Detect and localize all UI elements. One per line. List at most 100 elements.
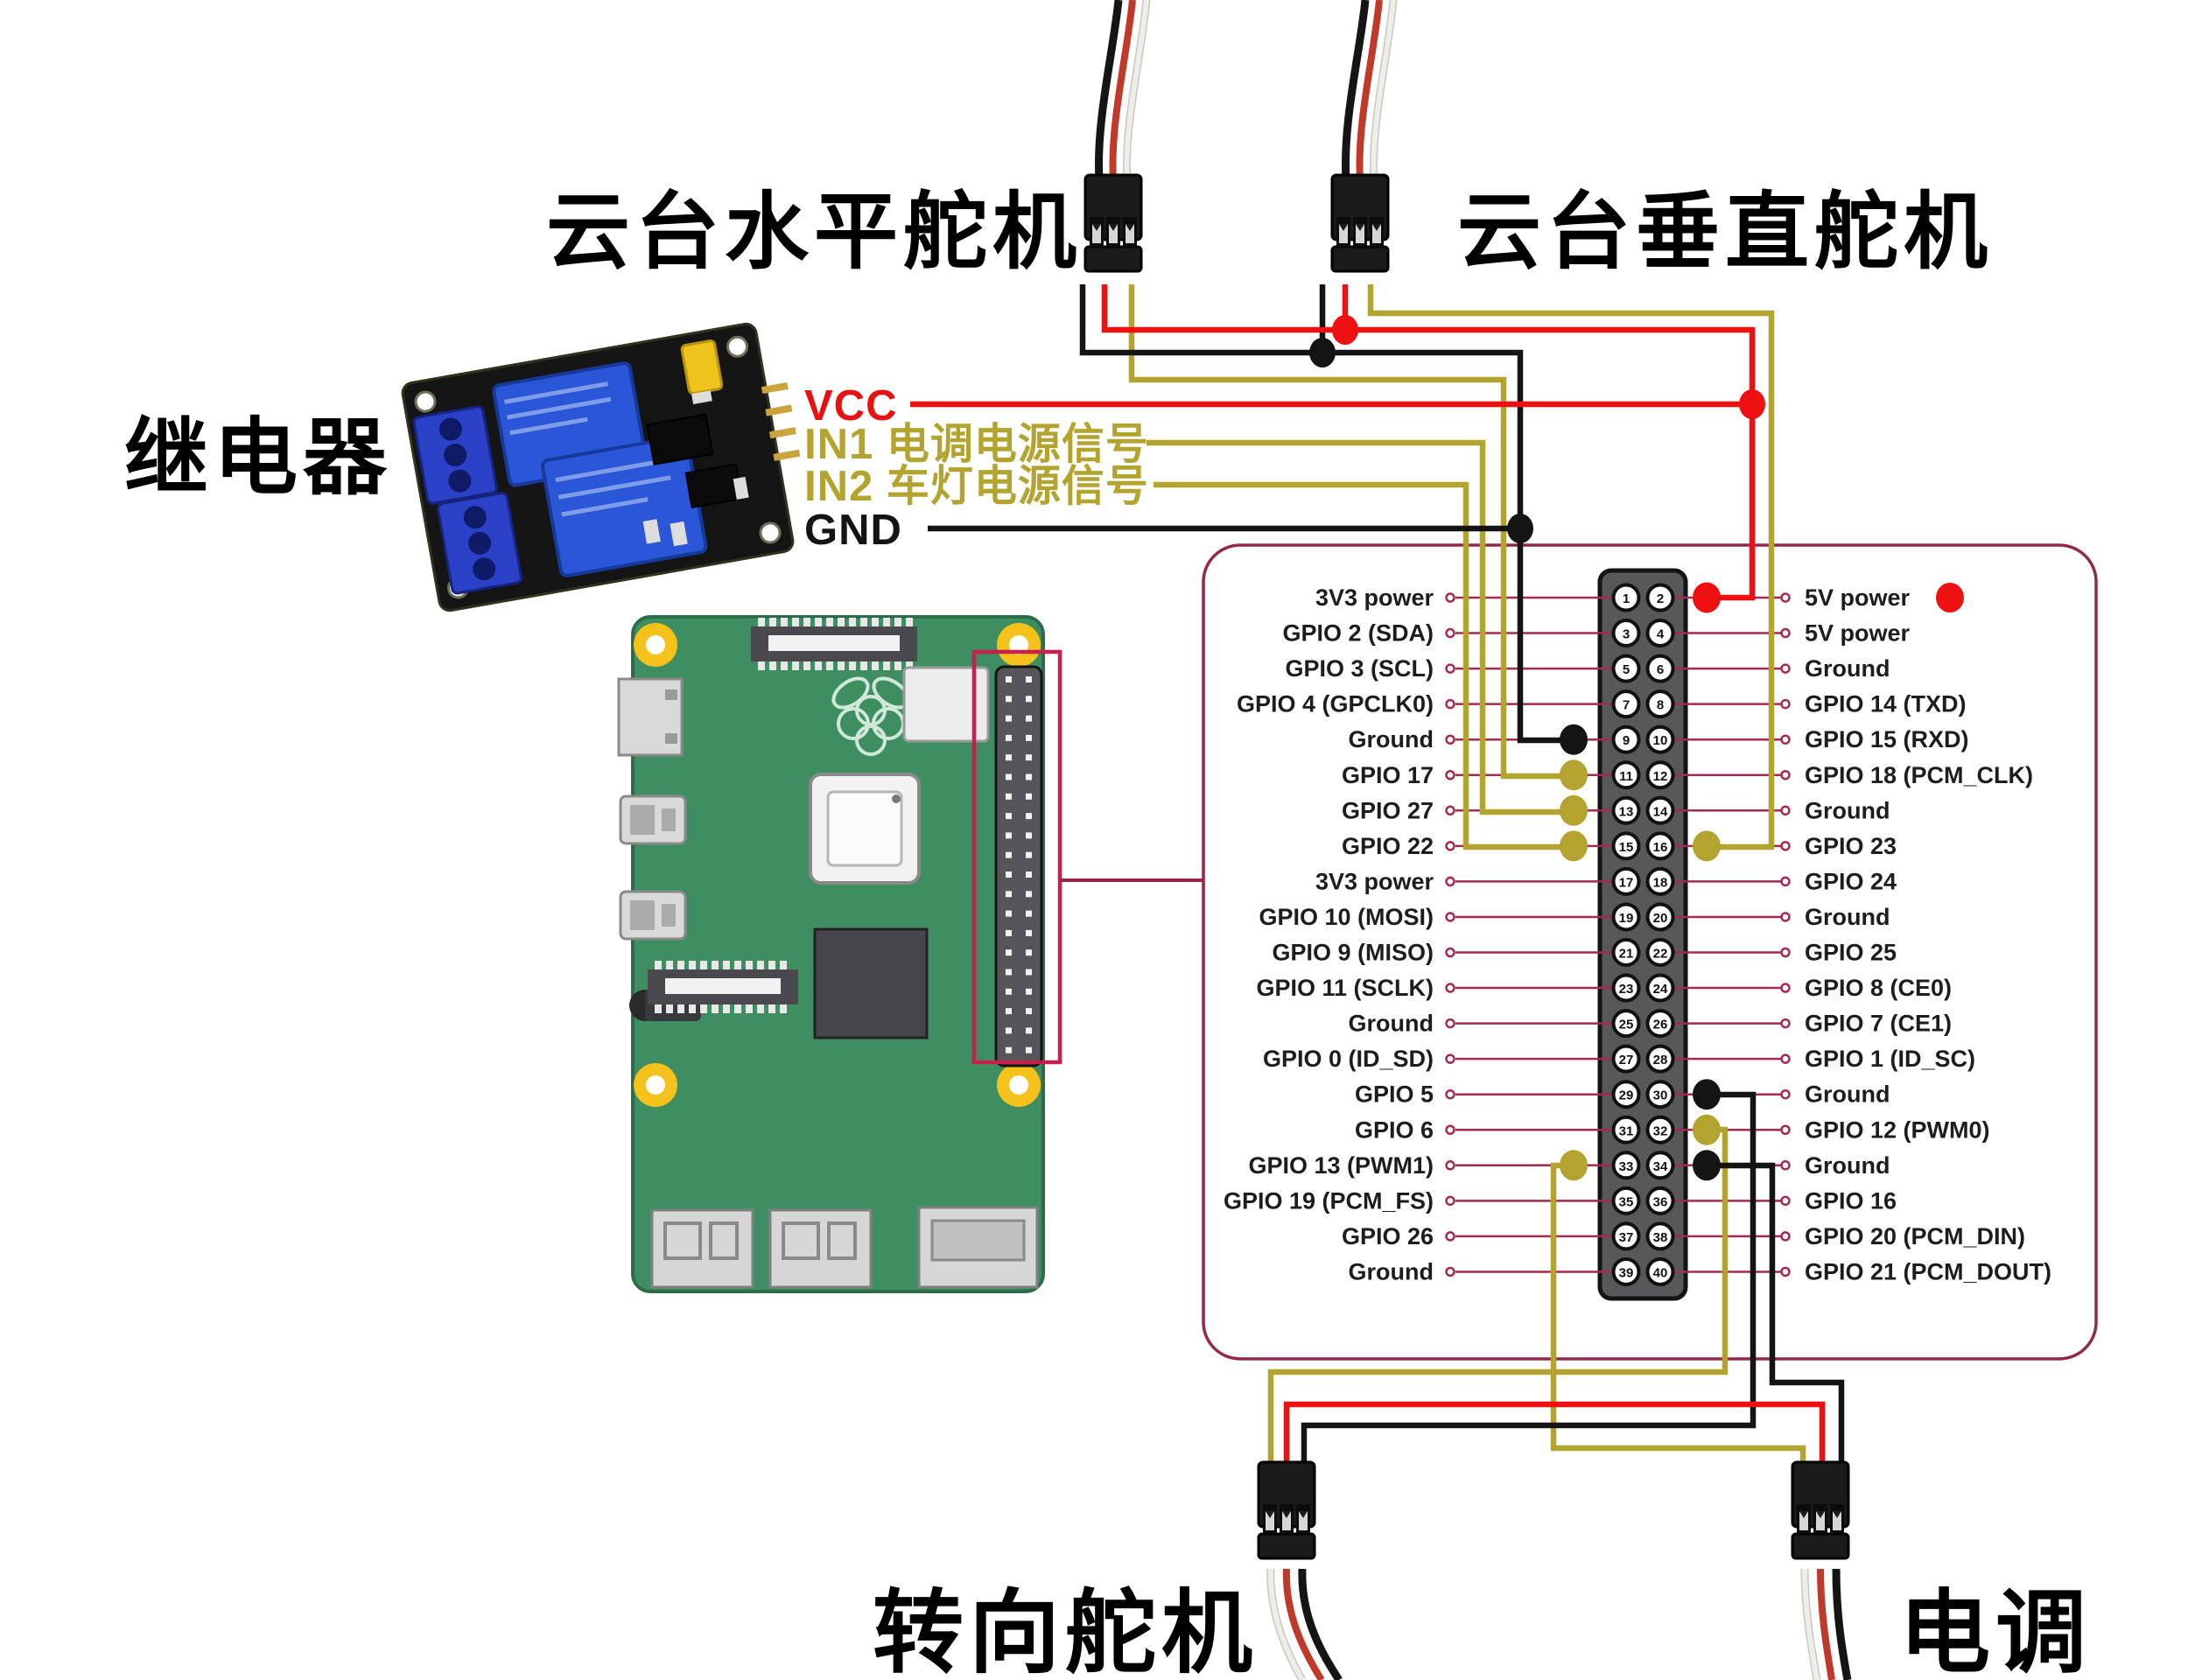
gimbal-horizontal-servo-connector xyxy=(1083,173,1143,273)
gpio-label-right: Ground xyxy=(1805,1152,1890,1179)
pi-header-pad xyxy=(1026,754,1032,761)
pin-circle xyxy=(1645,1222,1675,1251)
wire-in2-light-power-signal xyxy=(1154,481,1575,850)
pin-number: 19 xyxy=(1619,911,1634,926)
leader-endpoint-right xyxy=(1780,627,1791,639)
pi-header-pad xyxy=(1006,734,1012,741)
gpio-label-left: GPIO 10 (MOSI) xyxy=(1259,904,1434,930)
leader-endpoint-right xyxy=(1780,805,1791,816)
pi-header-pad xyxy=(1006,793,1012,800)
pin-number: 6 xyxy=(1657,662,1664,677)
pin-number: 13 xyxy=(1619,804,1634,819)
cpu-chip xyxy=(809,773,921,885)
mounting-holes xyxy=(634,623,1041,1107)
relay-cubes xyxy=(492,361,708,578)
relay-module xyxy=(401,322,801,612)
leader-endpoint-right xyxy=(1780,1195,1791,1207)
pi-header-pad xyxy=(1006,715,1012,722)
wire-ground-top xyxy=(1079,284,1574,744)
connection-dot-pin-9 xyxy=(1560,724,1588,755)
pi-header-pad xyxy=(1006,774,1012,780)
wire-ground-esc xyxy=(1707,1162,1845,1462)
pin-circle xyxy=(1611,654,1641,683)
gpio-label-right: 5V power xyxy=(1805,584,1911,611)
pin-number: 15 xyxy=(1619,840,1634,855)
label-gnd: GND xyxy=(804,507,902,554)
leader-endpoint-right xyxy=(1780,1018,1791,1029)
pin-number: 1 xyxy=(1623,592,1630,606)
leader-endpoint-right xyxy=(1780,1088,1791,1100)
connection-dot-pin-13 xyxy=(1560,794,1588,826)
leader-endpoint-left xyxy=(1445,1231,1455,1242)
pin-circle xyxy=(1645,619,1675,648)
connection-dot-pin-15 xyxy=(1560,830,1588,862)
pin-number: 31 xyxy=(1619,1124,1634,1138)
leader-endpoint-left xyxy=(1445,983,1455,993)
pi-header-pad xyxy=(1006,910,1012,917)
gpio-label-left: GPIO 17 xyxy=(1342,762,1434,788)
pin-number: 4 xyxy=(1657,627,1665,642)
pi-header-pad xyxy=(1006,1046,1012,1054)
pin-number: 7 xyxy=(1623,698,1630,713)
leader-endpoint-right xyxy=(1780,592,1791,603)
pi-header-pad xyxy=(1026,774,1032,780)
pi-header-pad xyxy=(1006,832,1012,839)
gpio-label-right: GPIO 25 xyxy=(1805,940,1897,966)
pin-circle xyxy=(1611,831,1641,861)
gpio-label-right: Ground xyxy=(1805,797,1890,823)
pi-header-pad xyxy=(1026,988,1032,995)
pi-header-pad xyxy=(1026,910,1032,917)
leader-endpoint-right xyxy=(1780,876,1791,887)
gpio-label-right: GPIO 16 xyxy=(1805,1187,1897,1214)
pin-number: 10 xyxy=(1653,733,1668,748)
gpio-label-left: 3V3 power xyxy=(1315,868,1434,894)
pin-number: 21 xyxy=(1619,947,1634,962)
pin-number: 16 xyxy=(1653,840,1668,855)
gpio-label-left: GPIO 2 (SDA) xyxy=(1282,620,1434,647)
pin-number: 18 xyxy=(1653,875,1668,890)
junction-vcc xyxy=(1739,389,1765,419)
pin-number: 37 xyxy=(1619,1230,1634,1245)
gpio-label-left: GPIO 6 xyxy=(1355,1116,1434,1143)
gpio-label-left: Ground xyxy=(1349,726,1434,752)
label-relay: 继电器 xyxy=(124,411,392,505)
leader-endpoint-left xyxy=(1445,912,1455,922)
pi-header-pad xyxy=(1006,872,1012,878)
pi-header-pad xyxy=(1006,988,1012,995)
label-vcc: VCC xyxy=(804,382,897,430)
wire-bec-power xyxy=(1283,1401,1826,1462)
pin-circle xyxy=(1611,760,1641,790)
relay-terminal-blocks xyxy=(412,405,522,595)
wire-vertical-servo-signal xyxy=(1367,284,1775,850)
connection-dot-pin-2 xyxy=(1693,582,1721,613)
pin-circle xyxy=(1611,1151,1641,1180)
camera-connector xyxy=(648,961,798,1013)
leader-endpoint-right xyxy=(1780,947,1791,958)
pin-circle xyxy=(1645,1009,1675,1039)
pin-number: 2 xyxy=(1657,592,1664,606)
pin-circle xyxy=(1611,583,1641,612)
gpio-label-right: GPIO 12 (PWM0) xyxy=(1805,1116,1990,1143)
pin-circle xyxy=(1645,654,1675,683)
leader-endpoint-right xyxy=(1780,1054,1791,1064)
pi-header-pad xyxy=(1026,929,1032,936)
connection-dot-pin-30 xyxy=(1693,1079,1721,1110)
steering-servo-connector xyxy=(1257,1460,1316,1560)
leader-endpoint-left xyxy=(1445,1160,1455,1171)
label-esc: 电调 xyxy=(1899,1583,2092,1680)
pin-circle xyxy=(1611,902,1641,932)
gpio-label-right: 5V power xyxy=(1805,620,1911,647)
pin-number: 25 xyxy=(1619,1018,1634,1032)
pin-circle xyxy=(1645,1186,1675,1215)
pin-number: 32 xyxy=(1653,1124,1668,1138)
pi-header-pad xyxy=(1026,891,1032,898)
junction-black-servos xyxy=(1309,338,1336,368)
pi-header-pad xyxy=(1006,696,1012,703)
wire-ground-steering xyxy=(1301,1091,1757,1462)
connection-dot-pin-32 xyxy=(1693,1114,1721,1145)
leader-endpoint-right xyxy=(1780,1231,1791,1242)
5v-indicator-dot xyxy=(1936,583,1964,612)
label-gimbal-horizontal-servo: 云台水平舵机 xyxy=(546,186,1082,279)
label-in1: IN1 电调电源信号 xyxy=(804,421,1149,468)
